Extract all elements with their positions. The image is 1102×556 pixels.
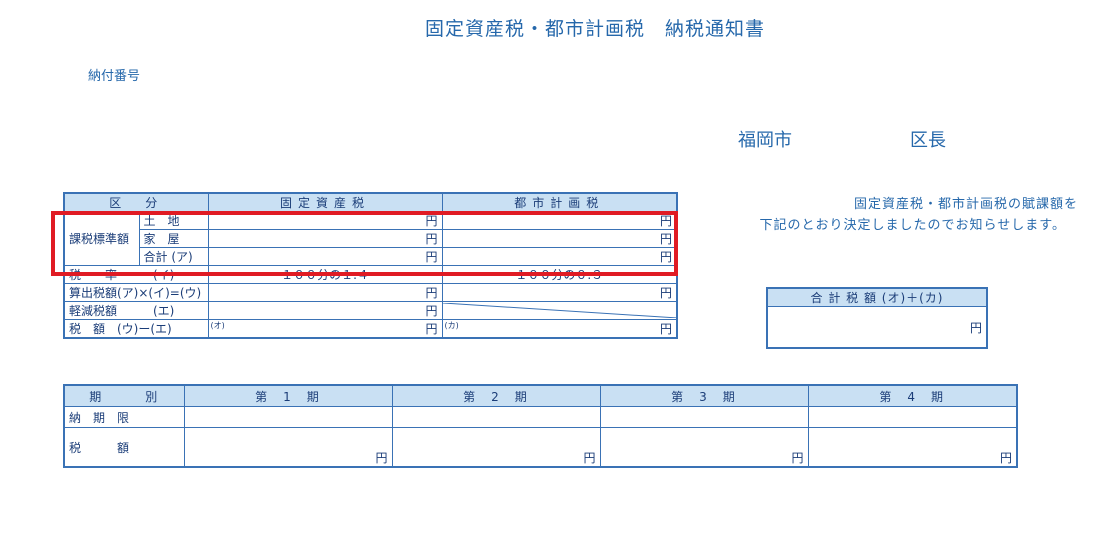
notice-number-label: 納付番号 (88, 69, 141, 84)
rate-fixed-value: １００分の１.４ (207, 265, 443, 284)
amount-label: 税 額 (63, 427, 185, 468)
period-4-amount[interactable]: 円 (807, 427, 1018, 468)
land-city-amount[interactable]: 円 (441, 211, 678, 230)
subtotal-fixed-amount[interactable]: 円 (207, 247, 443, 266)
col-fixed-asset-header: 固定資産税 (207, 192, 443, 212)
notice-message-line1: 固定資産税・都市計画税の賦課額を (853, 197, 1078, 212)
period-2-due[interactable] (391, 406, 601, 428)
row-calc-label: 算出税額(ア)×(イ)=(ウ) (63, 283, 209, 302)
col-category-header: 区 分 (63, 192, 209, 212)
period-3-header: 第 3 期 (599, 384, 809, 407)
due-date-label: 納 期 限 (63, 406, 185, 428)
period-1-header: 第 1 期 (183, 384, 393, 407)
period-3-due[interactable] (599, 406, 809, 428)
row-house-label: 家 屋 (138, 229, 209, 248)
reduction-fixed-amount[interactable]: 円 (207, 301, 443, 320)
period-1-due[interactable] (183, 406, 393, 428)
ward-chief: 区長 (910, 130, 946, 151)
page-title: 固定資産税・都市計画税 納税通知書 (424, 18, 765, 40)
mark-ka: (カ) (444, 321, 459, 330)
row-tax-label: 税 額 (ウ)ー(エ) (63, 319, 209, 339)
total-tax-amount[interactable]: 円 (766, 306, 988, 349)
tax-fixed-amount[interactable]: (オ) 円 (207, 319, 443, 339)
house-fixed-amount[interactable]: 円 (207, 229, 443, 248)
row-reduction-label: 軽減税額 (エ) (63, 301, 209, 320)
period-label: 期 別 (63, 384, 185, 407)
period-2-amount[interactable]: 円 (391, 427, 601, 468)
mark-o: (オ) (210, 321, 225, 330)
calc-city-amount[interactable]: 円 (441, 283, 678, 302)
diagonal-strike (443, 303, 677, 318)
period-3-amount[interactable]: 円 (599, 427, 809, 468)
notice-message-line2: 下記のとおり決定しましたのでお知らせします。 (759, 218, 1066, 233)
tax-base-group-label: 課税標準額 (63, 211, 140, 266)
total-tax-label: 合 計 税 額 (オ)＋(カ) (766, 287, 988, 307)
tax-base-table: 区 分 固定資産税 都市計画税 課税標準額 土 地 円 円 家 屋 円 円 合計… (63, 192, 679, 339)
house-city-amount[interactable]: 円 (441, 229, 678, 248)
city-name: 福岡市 (738, 130, 792, 151)
row-subtotal-label: 合計 (ア) (138, 247, 209, 266)
period-2-header: 第 2 期 (391, 384, 601, 407)
reduction-city-na (441, 301, 678, 320)
total-tax-box: 合 計 税 額 (オ)＋(カ) 円 (766, 287, 988, 349)
calc-fixed-amount[interactable]: 円 (207, 283, 443, 302)
row-land-label: 土 地 (138, 211, 209, 230)
tax-city-amount[interactable]: (カ) 円 (441, 319, 678, 339)
row-rate-label: 税 率 (イ) (63, 265, 209, 284)
period-4-due[interactable] (807, 406, 1018, 428)
period-1-amount[interactable]: 円 (183, 427, 393, 468)
rate-city-value: １００分の０.３ (441, 265, 678, 284)
col-city-planning-header: 都市計画税 (441, 192, 678, 212)
subtotal-city-amount[interactable]: 円 (441, 247, 678, 266)
land-fixed-amount[interactable]: 円 (207, 211, 443, 230)
installment-table: 期 別 第 1 期 第 2 期 第 3 期 第 4 期 納 期 限 税 額 円 … (63, 384, 1018, 468)
period-4-header: 第 4 期 (807, 384, 1018, 407)
